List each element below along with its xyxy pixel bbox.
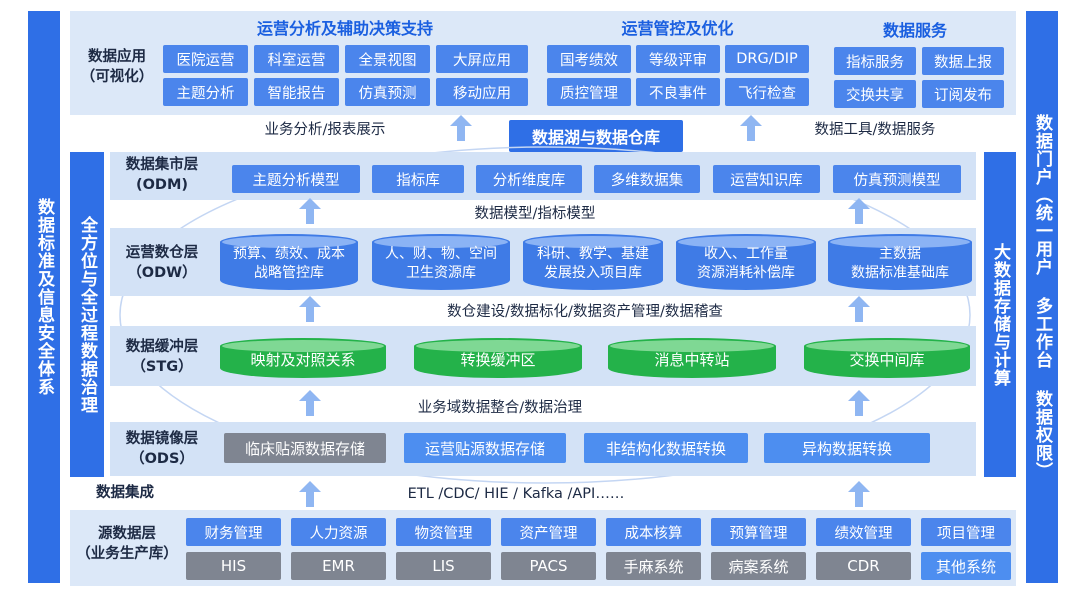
stg-cylinder: 映射及对照关系 (220, 338, 386, 378)
odm-item[interactable]: 多维数据集 (594, 165, 700, 193)
source-bottom-item[interactable]: CDR (816, 552, 911, 580)
app-section-title-1: 运营分析及辅助决策支持 (256, 19, 433, 38)
odm-layer-label: 数据集市层 (ODM) (125, 157, 199, 193)
app-button[interactable]: 医院运营 (163, 45, 248, 73)
integration-caption: ETL /CDC/ HIE / Kafka /API…… (407, 486, 625, 502)
source-layer-label: 源数据层 （业务生产库） (76, 526, 178, 562)
up-arrow-icon (848, 198, 870, 224)
odw-cylinder: 科研、教学、基建 发展投入项目库 (523, 234, 663, 290)
right-pillar: 数据门户（统一用户 多工作台 数据权限） (1026, 11, 1058, 583)
app-button[interactable]: 等级评审 (636, 45, 720, 73)
up-arrow-icon (299, 481, 321, 507)
app-button[interactable]: 指标服务 (834, 47, 916, 75)
app-layer-label: 数据应用 （可视化） (80, 49, 154, 85)
source-top-item[interactable]: 项目管理 (921, 518, 1011, 546)
app-button[interactable]: 全景视图 (345, 45, 430, 73)
left-pillar-text: 数据标准及信息安全体系 (34, 198, 55, 396)
governance-pillar-text: 全方位与全过程数据治理 (77, 215, 98, 414)
up-arrow-icon (450, 115, 472, 141)
stg-layer-label: 数据缓冲层 （STG） (125, 339, 199, 375)
odm-item[interactable]: 仿真预测模型 (833, 165, 961, 193)
ods-item[interactable]: 临床贴源数据存储 (224, 433, 386, 463)
odm-item[interactable]: 主题分析模型 (232, 165, 360, 193)
stg-cylinder: 转换缓冲区 (414, 338, 582, 378)
up-arrow-icon (848, 390, 870, 416)
source-top-item[interactable]: 成本核算 (606, 518, 701, 546)
app-button[interactable]: 仿真预测 (345, 78, 430, 106)
odw-caption: 数仓建设/数据标化/数据资产管理/数据稽查 (447, 304, 723, 320)
up-arrow-icon (299, 390, 321, 416)
storage-pillar: 大数据存储与计算 (984, 152, 1016, 477)
app-button[interactable]: DRG/DIP (725, 45, 809, 73)
connector-left-caption: 业务分析/报表展示 (264, 122, 386, 138)
stg-cylinder-label: 交换中间库 (849, 350, 925, 369)
app-section-title-2: 运营管控及优化 (621, 19, 734, 38)
source-top-item[interactable]: 绩效管理 (816, 518, 911, 546)
source-bottom-item[interactable]: PACS (501, 552, 596, 580)
source-bottom-item[interactable]: 手麻系统 (606, 552, 701, 580)
governance-pillar: 全方位与全过程数据治理 (70, 152, 104, 477)
odw-cylinder-label: 人、财、物、空间 卫生资源库 (385, 246, 497, 281)
source-top-item[interactable]: 物资管理 (396, 518, 491, 546)
source-top-item[interactable]: 资产管理 (501, 518, 596, 546)
app-button[interactable]: 科室运营 (254, 45, 339, 73)
up-arrow-icon (848, 296, 870, 322)
app-button[interactable]: 不良事件 (636, 78, 720, 106)
odm-item[interactable]: 指标库 (372, 165, 464, 193)
up-arrow-icon (848, 481, 870, 507)
odm-item[interactable]: 运营知识库 (713, 165, 820, 193)
app-button[interactable]: 大屏应用 (436, 45, 528, 73)
stg-caption: 业务域数据整合/数据治理 (417, 400, 583, 416)
left-pillar: 数据标准及信息安全体系 (28, 11, 60, 583)
source-bottom-item[interactable]: EMR (291, 552, 386, 580)
up-arrow-icon (299, 296, 321, 322)
app-button[interactable]: 质控管理 (547, 78, 631, 106)
app-button[interactable]: 飞行检查 (725, 78, 809, 106)
odw-cylinder: 主数据 数据标准基础库 (828, 234, 972, 290)
app-button[interactable]: 订阅发布 (922, 80, 1004, 108)
app-button[interactable]: 智能报告 (254, 78, 339, 106)
up-arrow-icon (740, 115, 762, 141)
odw-cylinder-label: 科研、教学、基建 发展投入项目库 (537, 246, 649, 281)
odw-layer-label: 运营数仓层 （ODW） (125, 245, 199, 281)
source-bottom-item[interactable]: 病案系统 (711, 552, 806, 580)
app-button[interactable]: 数据上报 (922, 47, 1004, 75)
integration-label: 数据集成 (96, 485, 154, 501)
app-section-title-3: 数据服务 (882, 21, 947, 40)
odw-cylinder-label: 收入、工作量 资源消耗补偿库 (697, 246, 795, 281)
app-button[interactable]: 移动应用 (436, 78, 528, 106)
source-bottom-item[interactable]: HIS (186, 552, 281, 580)
right-pillar-text: 数据门户（统一用户 多工作台 数据权限） (1032, 114, 1053, 480)
stg-cylinder-label: 转换缓冲区 (460, 350, 536, 369)
source-top-item[interactable]: 财务管理 (186, 518, 281, 546)
source-top-item[interactable]: 人力资源 (291, 518, 386, 546)
source-bottom-item[interactable]: LIS (396, 552, 491, 580)
up-arrow-icon (299, 198, 321, 224)
middle-frame-ellipse (119, 146, 971, 484)
odw-cylinder: 预算、绩效、成本 战略管控库 (220, 234, 358, 290)
odw-cylinder: 收入、工作量 资源消耗补偿库 (676, 234, 816, 290)
app-button[interactable]: 主题分析 (163, 78, 248, 106)
connector-right-caption: 数据工具/数据服务 (814, 122, 936, 138)
odw-cylinder-label: 主数据 数据标准基础库 (851, 246, 949, 281)
odw-cylinder-label: 预算、绩效、成本 战略管控库 (233, 246, 345, 281)
ods-item[interactable]: 异构数据转换 (764, 433, 930, 463)
app-button[interactable]: 交换共享 (834, 80, 916, 108)
odm-item[interactable]: 分析维度库 (476, 165, 582, 193)
ods-item[interactable]: 非结构化数据转换 (584, 433, 748, 463)
stg-cylinder-label: 消息中转站 (654, 350, 730, 369)
source-top-item[interactable]: 预算管理 (711, 518, 806, 546)
source-bottom-item[interactable]: 其他系统 (921, 552, 1011, 580)
app-button[interactable]: 国考绩效 (547, 45, 631, 73)
ods-layer-label: 数据镜像层 （ODS） (125, 431, 199, 467)
ods-item[interactable]: 运营贴源数据存储 (404, 433, 566, 463)
odm-caption: 数据模型/指标模型 (474, 206, 596, 222)
stg-cylinder: 交换中间库 (804, 338, 970, 378)
odw-cylinder: 人、财、物、空间 卫生资源库 (372, 234, 510, 290)
stg-cylinder: 消息中转站 (608, 338, 776, 378)
storage-pillar-text: 大数据存储与计算 (990, 242, 1011, 387)
stg-cylinder-label: 映射及对照关系 (250, 350, 356, 369)
